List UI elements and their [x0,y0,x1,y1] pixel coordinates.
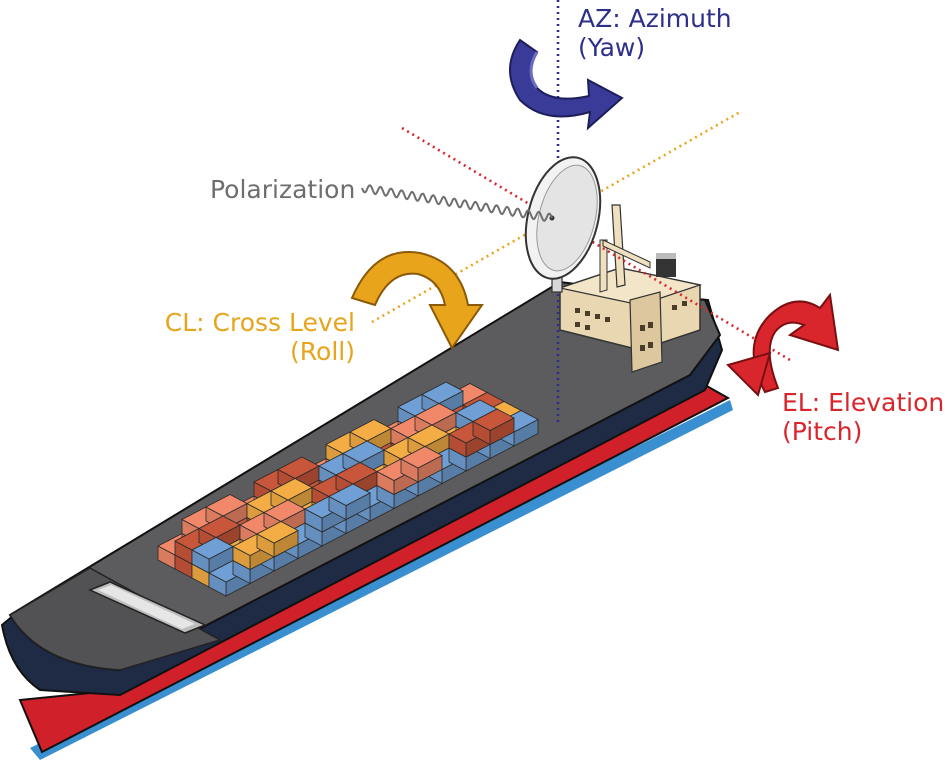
ship-superstructure [557,204,703,373]
container-top [256,521,299,544]
polarization-wave [361,184,553,222]
bow-deck [8,567,222,671]
antenna-dish [524,156,602,293]
polarization-label: Polarization [210,175,356,204]
cross-level-label: CL: Cross Level (Roll) [150,308,355,366]
container-top [328,483,371,506]
cross-level-label-line1: CL: Cross Level [164,308,355,337]
cross-level-label-line2: (Roll) [290,337,355,366]
container-stack [157,381,539,597]
elevation-label-line2: (Pitch) [782,417,863,446]
elevation-rotation-arrow [726,292,840,397]
container-top [421,381,464,404]
container-top [472,408,515,431]
azimuth-rotation-arrow [509,38,624,131]
elevation-label: EL: Elevation (Pitch) [782,388,944,446]
hull-waterline [30,400,733,760]
azimuth-label: AZ: Azimuth (Yaw) [578,4,732,62]
elevation-label-line1: EL: Elevation [782,388,945,417]
azimuth-label-line1: AZ: Azimuth [578,4,732,33]
azimuth-label-line2: (Yaw) [578,33,646,62]
cross-level-rotation-arrow [350,251,484,350]
container-top [400,446,443,469]
